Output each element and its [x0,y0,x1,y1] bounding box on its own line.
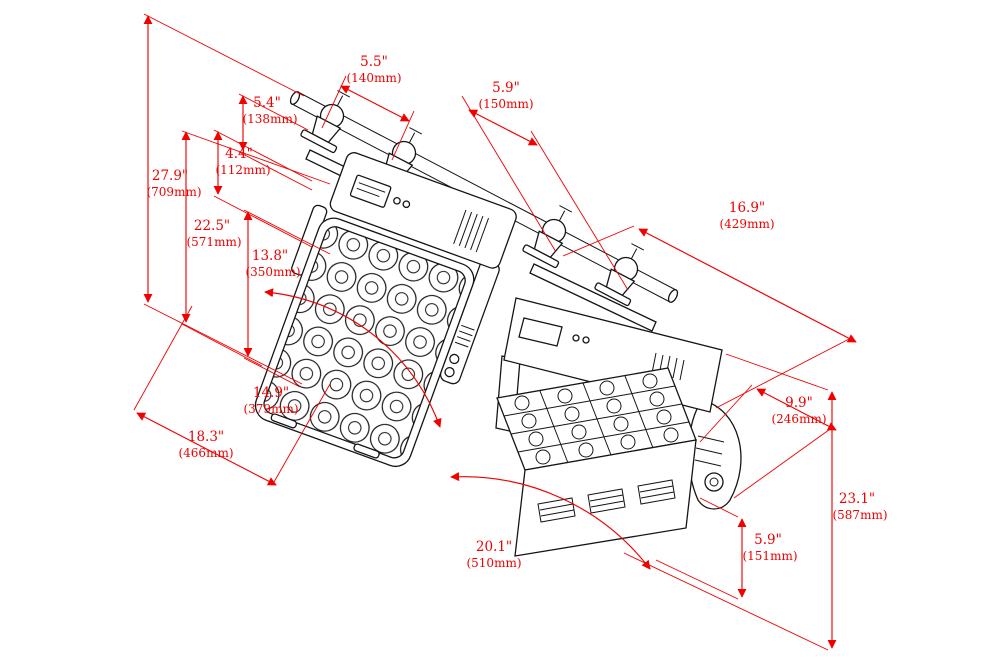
dim-4-4-mm: (112mm) [215,163,270,177]
dim-13-8-mm: (350mm) [245,265,300,279]
dim-5-4-inches: 5.4" [253,95,281,111]
dim-5-9-bottom-mm: (151mm) [742,549,797,563]
dim-overall-height: 23.1" (587mm) [623,353,888,651]
dim-20-1-mm: (510mm) [466,556,521,570]
dim-9-9-inches: 9.9" [785,395,813,411]
dim-truss-clamp-spacing: 5.5" (140mm) [321,54,415,161]
dim-22-5-mm: (571mm) [186,235,241,249]
menu-button [572,334,580,342]
dim-18-3-inches: 18.3" [188,429,224,445]
dim-20-1-inches: 20.1" [476,539,512,555]
dim-27-9-inches: 27.9" [152,168,188,184]
dim-pipe-to-clamp: 5.4" (138mm) [238,93,313,191]
dim-13-8-inches: 13.8" [252,248,288,264]
dim-head-depth: 9.9" (246mm) [699,384,837,499]
right-yoke-arm [687,399,742,510]
dim-5-5-mm: (140mm) [346,71,401,85]
dim-5-4-mm: (138mm) [242,112,297,126]
dim-16-9-inches: 16.9" [729,200,765,216]
menu-button [402,200,411,209]
connector-port [449,353,460,365]
dim-5-9-bottom-inches: 5.9" [754,532,782,548]
clamp-icon [300,90,351,154]
dim-total-height: 27.9" (709mm) [143,13,305,385]
dim-pipe-to-base: 4.4" (112mm) [213,129,313,248]
head-foot [353,443,380,459]
menu-button [582,336,590,344]
connector-port [444,366,455,378]
lens-cells [514,373,679,465]
dim-14-9-mm: (379mm) [243,402,298,416]
dim-5-9-top-inches: 5.9" [492,80,520,96]
dim-9-9-mm: (246mm) [771,412,826,426]
dim-23-1-mm: (587mm) [832,508,887,522]
dim-4-4-inches: 4.4" [225,146,253,162]
dim-5-9-top-mm: (150mm) [478,97,533,111]
dim-head-height: 13.8" (350mm) [243,209,331,388]
display-panel [518,317,563,347]
dim-fixture-width: 16.9" (429mm) [562,200,857,409]
dim-22-5-inches: 22.5" [194,218,230,234]
dim-swing-arc: 20.1" (510mm) [450,472,651,570]
pan-axis-cap-inner [709,477,719,487]
right-fixture [495,297,742,557]
pan-axis-cap [704,472,724,492]
dim-27-9-mm: (709mm) [146,185,201,199]
menu-button [393,196,401,205]
dim-23-1-inches: 23.1" [839,491,875,507]
dim-16-9-mm: (429mm) [719,217,774,231]
dim-head-thickness: 5.9" (151mm) [655,497,798,600]
dim-18-3-mm: (466mm) [178,446,233,460]
dim-base-width: 18.3" (466mm) [133,305,331,486]
dim-5-5-inches: 5.5" [360,54,388,70]
dim-head-width-arc: 14.9" (379mm) [243,288,442,428]
dim-14-9-inches: 14.9" [253,385,289,401]
clamp-icon [594,243,645,307]
dim-clamp-width: 5.9" (150mm) [461,80,629,291]
left-fixture [254,152,517,468]
dim-hanging-height: 22.5" (571mm) [181,130,331,367]
